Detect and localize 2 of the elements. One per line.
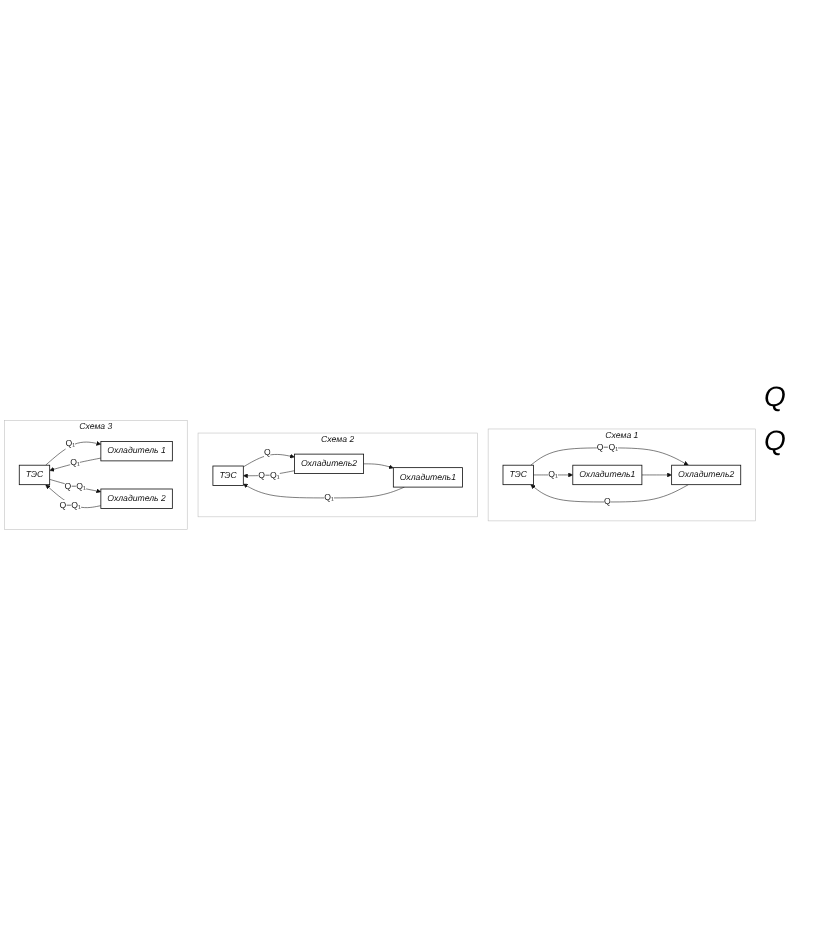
flow-label: Q [764, 424, 788, 456]
flow-label: Q [764, 380, 788, 412]
